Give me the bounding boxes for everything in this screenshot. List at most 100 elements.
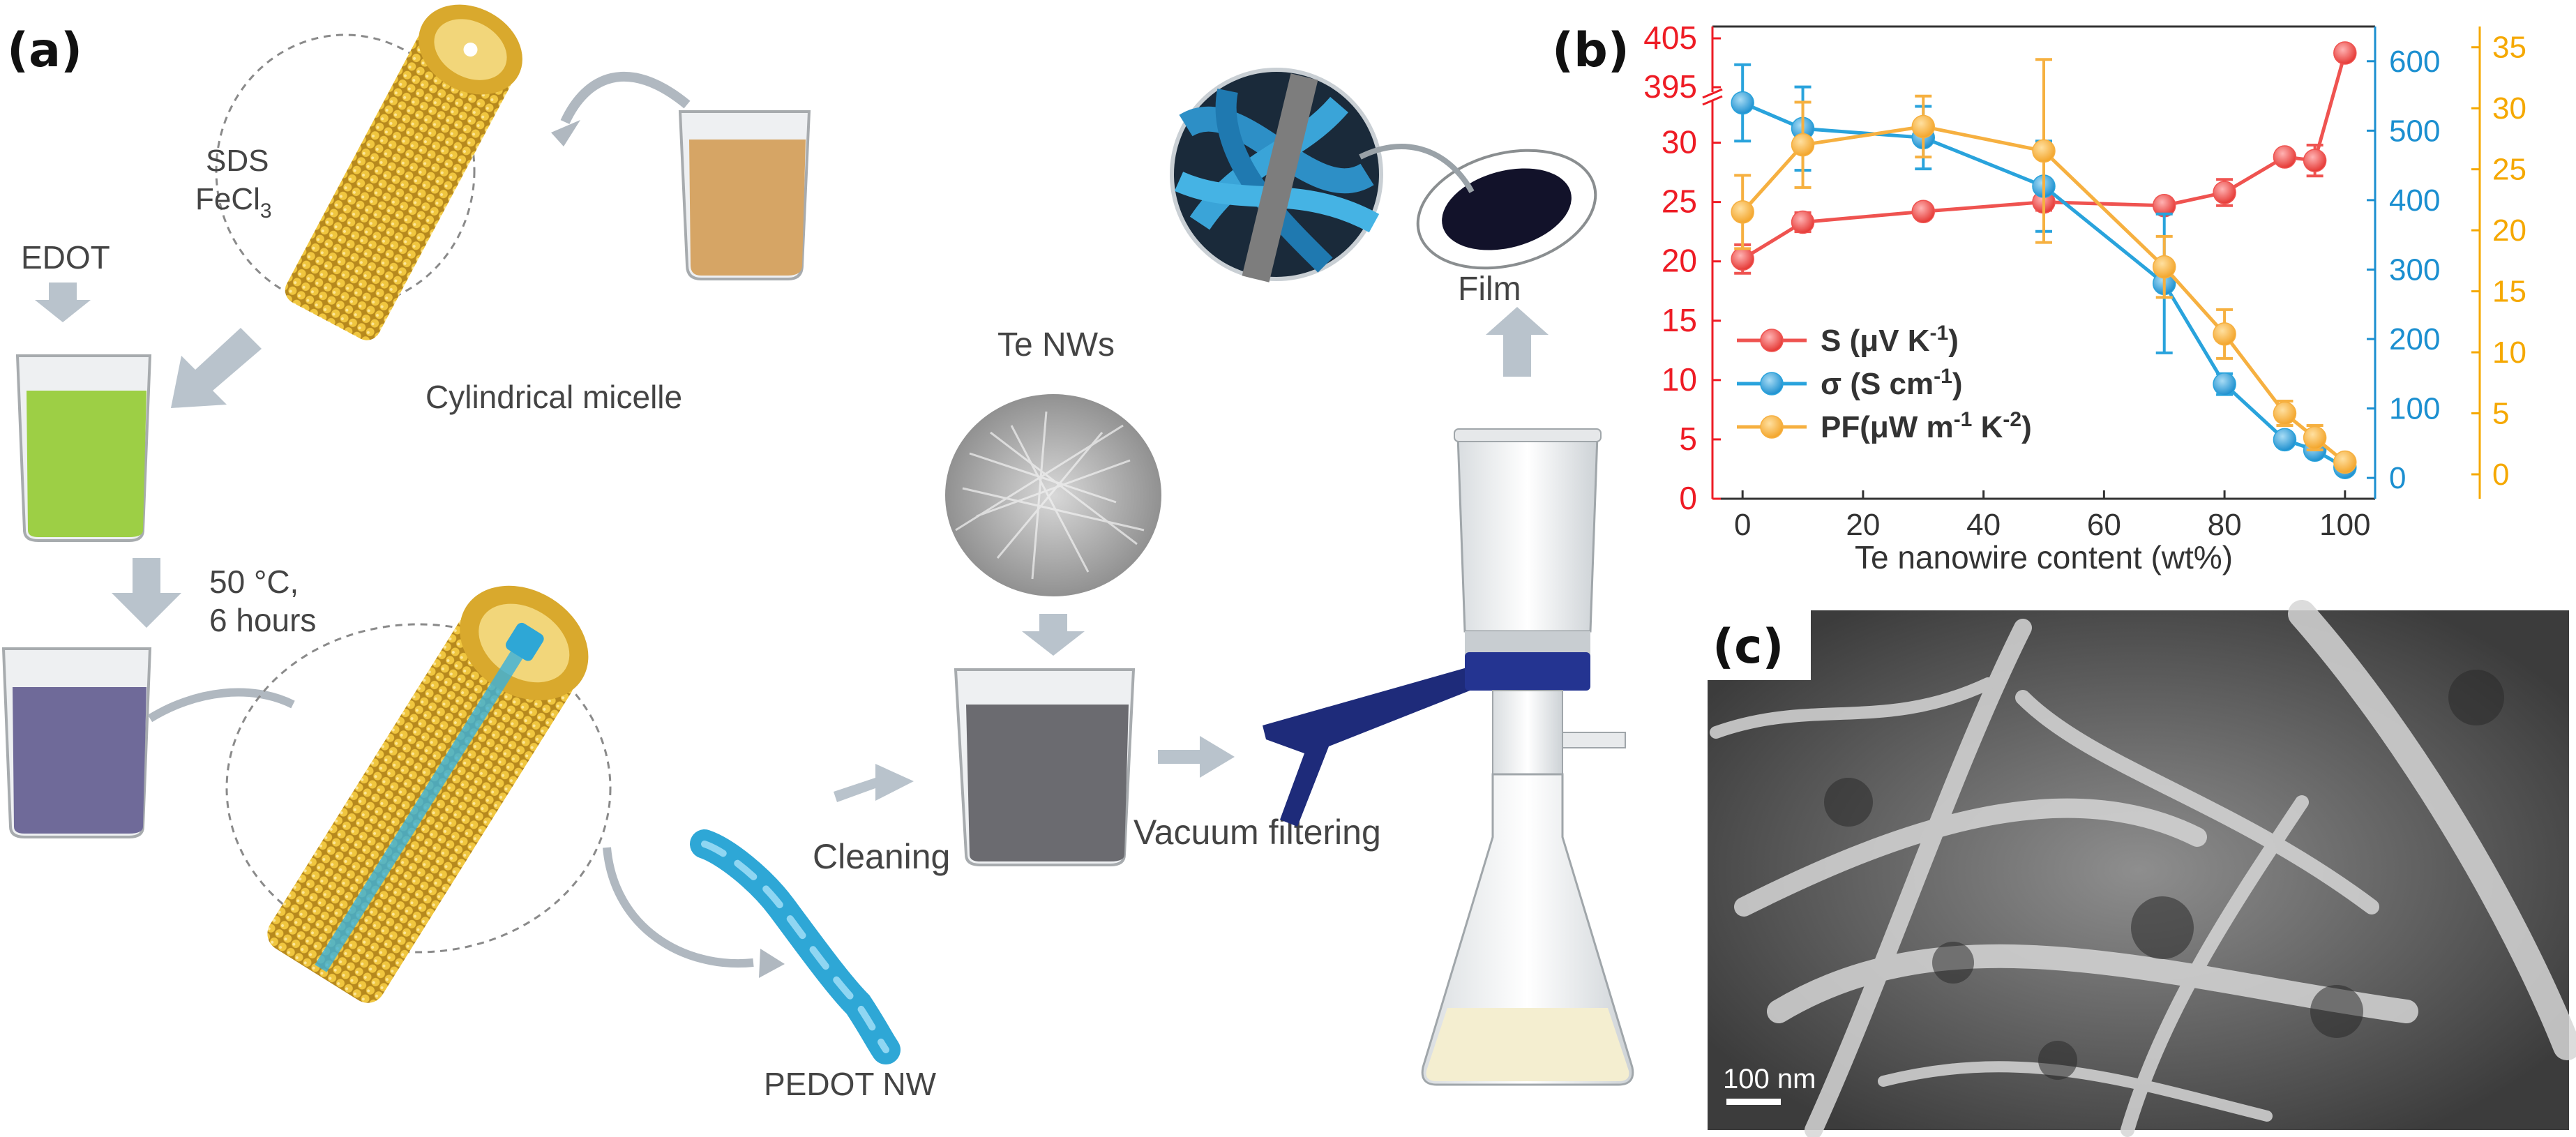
sigma-tick-label: 600 bbox=[2389, 45, 2440, 79]
data-point bbox=[1911, 114, 1936, 139]
micelle-ellipse-top bbox=[215, 33, 476, 308]
legend-marker bbox=[1760, 372, 1784, 396]
pf-tick-label: 35 bbox=[2492, 31, 2526, 65]
legend-label: PF(μW m-1 K-2) bbox=[1821, 408, 2032, 444]
sigma-tick-label: 400 bbox=[2389, 183, 2440, 218]
sem-image bbox=[1708, 600, 2576, 1137]
te-nws-image bbox=[945, 394, 1161, 596]
vacuum-filtering-label: Vacuum filtering bbox=[1133, 813, 1381, 852]
x-axis-title: Te nanowire content (wt%) bbox=[1855, 539, 2233, 575]
left-tick-label: 20 bbox=[1662, 243, 1697, 279]
data-point bbox=[1731, 91, 1754, 115]
arrow-te-down bbox=[1022, 614, 1085, 656]
micelle-ellipse-bottom bbox=[225, 623, 612, 954]
scale-bar bbox=[1726, 1099, 1781, 1105]
data-point bbox=[2303, 426, 2327, 450]
film-zoom-inset bbox=[1170, 68, 1383, 283]
data-point bbox=[2333, 450, 2357, 474]
data-point bbox=[2273, 428, 2297, 452]
arrow-curve-pedot bbox=[603, 847, 754, 967]
cylindrical-micelle-bottom bbox=[267, 585, 589, 1003]
arrow-diag-1 bbox=[171, 328, 262, 408]
pf-tick-label: 0 bbox=[2492, 458, 2509, 492]
sigma-tick-label: 0 bbox=[2389, 461, 2406, 495]
panel-a: (a) SDS FeCl3 Cylindrical micelle EDOT bbox=[1, 4, 1634, 1102]
data-point bbox=[2213, 372, 2236, 396]
data-point bbox=[1731, 200, 1754, 224]
left-tick-label: 25 bbox=[1662, 183, 1697, 220]
panel-a-label: (a) bbox=[7, 23, 82, 78]
legend-label: S (μV K-1) bbox=[1821, 322, 1959, 358]
edot-label: EDOT bbox=[21, 239, 110, 276]
sigma-tick-label: 300 bbox=[2389, 253, 2440, 287]
fecl3-label: FeCl3 bbox=[195, 182, 272, 223]
beaker-purple bbox=[1, 647, 152, 838]
sigma-tick-label: 200 bbox=[2389, 322, 2440, 356]
x-tick-label: 100 bbox=[2319, 508, 2370, 542]
arrow-vacuum bbox=[1158, 736, 1235, 778]
left-tick-label: 395 bbox=[1643, 68, 1697, 105]
arrow-cleaning bbox=[834, 764, 914, 802]
left-tick-label: 405 bbox=[1643, 20, 1697, 56]
data-point bbox=[1791, 210, 1815, 234]
beaker-orange bbox=[678, 110, 811, 280]
x-tick-label: 60 bbox=[2087, 508, 2121, 542]
x-tick-label: 0 bbox=[1734, 508, 1751, 542]
arrow-curve-top bbox=[560, 72, 691, 124]
pf-tick-label: 25 bbox=[2492, 153, 2526, 187]
te-nws-texture bbox=[955, 411, 1145, 580]
te-nws-label: Te NWs bbox=[997, 326, 1115, 363]
data-point bbox=[2303, 149, 2327, 172]
x-tick-label: 40 bbox=[1966, 508, 2001, 542]
pedot-nanowire bbox=[690, 829, 901, 1064]
data-point bbox=[2213, 322, 2236, 346]
film-label: Film bbox=[1458, 271, 1521, 308]
temperature-label: 50 °C, bbox=[209, 564, 299, 600]
arrow-edot bbox=[35, 283, 91, 322]
left-axis-break-mark bbox=[1702, 95, 1723, 106]
data-point bbox=[2152, 255, 2176, 279]
beaker-grey bbox=[954, 668, 1136, 866]
left-tick-label: 30 bbox=[1662, 124, 1697, 160]
pedot-nw-label: PEDOT NW bbox=[764, 1066, 937, 1102]
data-point bbox=[1911, 199, 1936, 223]
left-tick-label: 10 bbox=[1662, 361, 1697, 398]
data-point bbox=[2273, 401, 2297, 426]
data-point bbox=[2333, 41, 2357, 65]
legend-marker bbox=[1760, 415, 1784, 439]
panel-c-label-bg bbox=[1708, 610, 1811, 680]
left-tick-label: 0 bbox=[1679, 480, 1697, 516]
left-axis-break-mark bbox=[1702, 88, 1723, 99]
cylindrical-micelle-label: Cylindrical micelle bbox=[425, 379, 682, 415]
time-label: 6 hours bbox=[209, 602, 316, 638]
data-point bbox=[2213, 181, 2236, 204]
sigma-tick-label: 500 bbox=[2389, 114, 2440, 148]
legend-label: σ (S cm-1) bbox=[1821, 365, 1963, 401]
data-point bbox=[2032, 139, 2056, 163]
arrow-up-film bbox=[1486, 307, 1549, 377]
beaker-green bbox=[15, 354, 152, 542]
arrow-down-1 bbox=[112, 558, 181, 628]
data-point bbox=[1731, 247, 1754, 271]
x-tick-label: 80 bbox=[2208, 508, 2242, 542]
cylindrical-micelle-top bbox=[285, 4, 522, 340]
x-tick-label: 20 bbox=[1846, 508, 1880, 542]
panel-c: (c) 100 nm bbox=[1708, 600, 2576, 1137]
sds-label: SDS bbox=[206, 144, 269, 178]
pf-tick-label: 15 bbox=[2492, 275, 2526, 309]
panel-c-label: (c) bbox=[1712, 619, 1784, 675]
pf-tick-label: 10 bbox=[2492, 336, 2526, 370]
legend-marker bbox=[1760, 329, 1784, 352]
panel-b-label: (b) bbox=[1552, 23, 1629, 78]
arrow-curve-mid bbox=[147, 688, 295, 723]
pf-tick-label: 5 bbox=[2492, 397, 2509, 431]
arrow-curve-film bbox=[1359, 144, 1475, 193]
sigma-tick-label: 100 bbox=[2389, 392, 2440, 426]
scale-bar-label: 100 nm bbox=[1723, 1064, 1816, 1094]
left-tick-label: 15 bbox=[1662, 302, 1697, 338]
pf-tick-label: 30 bbox=[2492, 91, 2526, 126]
vacuum-filter-apparatus bbox=[1263, 428, 1634, 1086]
left-tick-label: 5 bbox=[1679, 421, 1697, 457]
